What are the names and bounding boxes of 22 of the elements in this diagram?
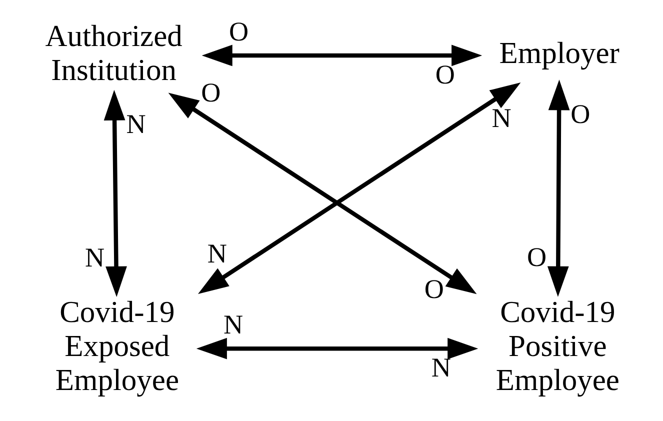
label: N [431,352,451,382]
node-text: Covid-19 Positive Employee [496,295,620,397]
label: N [126,108,146,139]
label: O [527,242,547,272]
label: O [424,274,444,304]
arrow [198,82,521,294]
label: O [570,99,590,130]
node-text: Authorized Institution [45,19,182,87]
arrow [168,92,477,294]
label: N [492,103,512,134]
arrow [196,338,478,360]
label: O [228,16,249,47]
label: O [201,77,221,108]
arrow [202,44,482,66]
arrow [547,80,570,297]
label: N [85,242,105,273]
label: N [207,238,227,268]
arrow [104,90,127,297]
label: N [224,310,244,340]
node-text: Employer [499,36,620,70]
node-text: Covid-19 Exposed Employee [55,295,179,397]
label: O [435,59,455,90]
